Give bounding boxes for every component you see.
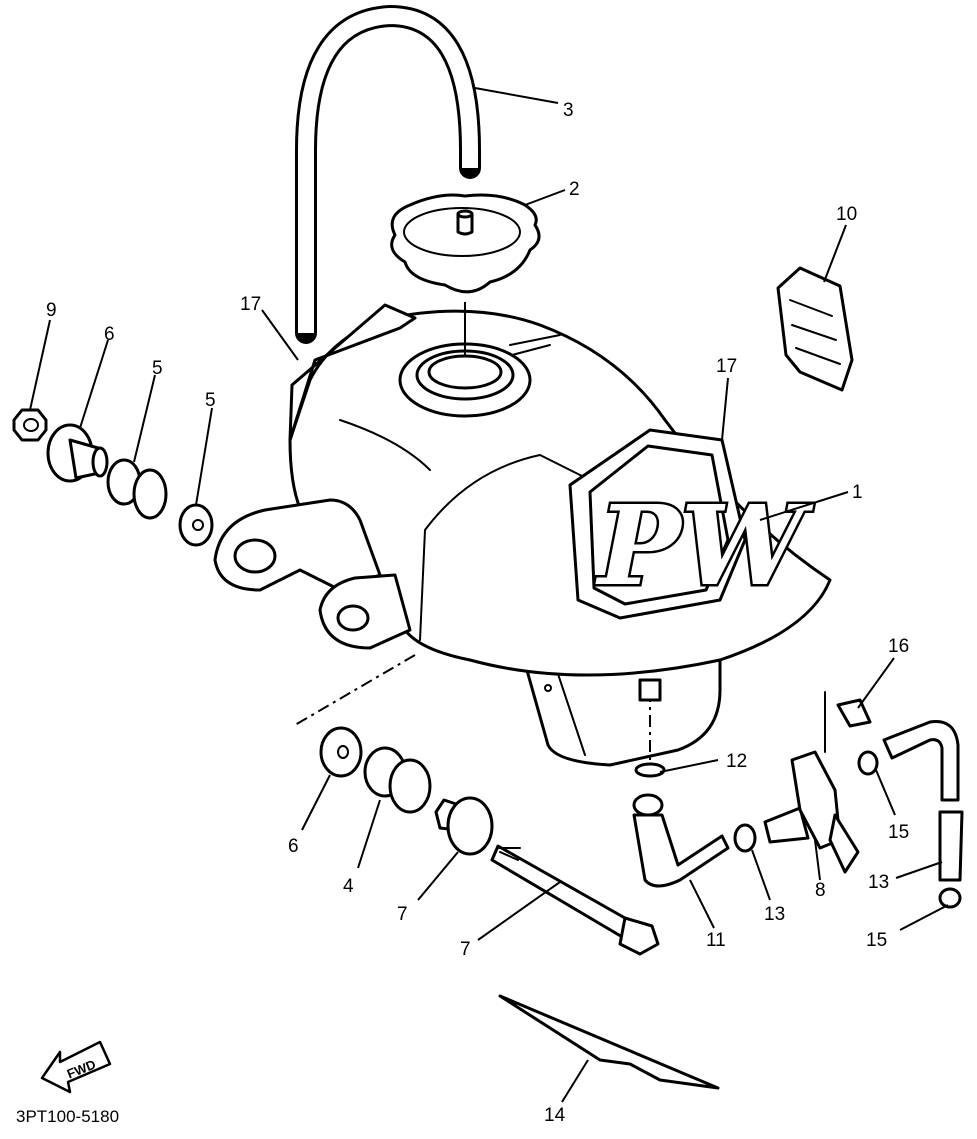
hose-14a (882, 719, 960, 802)
callout-12: 11 (706, 930, 726, 951)
callout-16: 16 (888, 636, 909, 657)
clip-13b (733, 823, 757, 853)
fwd-arrow-icon: FWD (40, 1040, 112, 1094)
callout-5a: 5 (152, 358, 163, 379)
screw-16 (836, 698, 872, 728)
callout-11: 10 (836, 204, 857, 225)
pad-10 (498, 994, 720, 1090)
filler-cap (390, 193, 541, 355)
callout-14: 13 (868, 872, 889, 893)
left-mount-parts (12, 408, 214, 547)
emblem-text: PW (595, 481, 814, 610)
drawing-code: 3PT100-5180 (16, 1107, 119, 1126)
washer-6b (319, 726, 363, 778)
tank-emblem: PW (568, 428, 816, 620)
callout-numbers: 3 2 17 17 1 10 9 6 5 5 6 4 7 7 11 12 13 … (46, 100, 909, 1126)
bolt-8 (490, 844, 634, 940)
lower-mount-parts (319, 726, 660, 956)
callout-8: 7 (460, 939, 471, 960)
washer-6 (178, 503, 214, 547)
leader-lines (29, 87, 949, 1103)
callout-9: 9 (46, 300, 57, 321)
callout-13a: 12 (726, 751, 747, 772)
callout-3: 3 (563, 100, 574, 121)
callout-15b: 15 (866, 930, 887, 951)
callout-6b: 6 (288, 836, 299, 857)
clip-13a (634, 762, 666, 778)
fuel-line-parts (632, 678, 964, 909)
callout-17b: 17 (716, 356, 737, 377)
callout-17a: 17 (240, 294, 261, 315)
hose-12 (632, 813, 730, 888)
callout-13b: 13 (764, 904, 785, 925)
nut-9 (12, 408, 48, 442)
hose-14b (938, 810, 964, 882)
callout-2: 2 (569, 179, 580, 200)
clip-15b (938, 887, 962, 909)
clip-15a (857, 750, 879, 776)
callout-15a: 15 (888, 822, 909, 843)
callout-7a: 6 (104, 324, 115, 345)
callout-5b: 4 (343, 876, 354, 897)
breather-hose (295, 5, 481, 344)
callout-6a: 5 (205, 390, 216, 411)
assembly-line (294, 654, 416, 726)
callout-4: 8 (815, 880, 826, 901)
gasket-plate (776, 266, 854, 392)
callout-10: 14 (544, 1105, 566, 1126)
callout-1: 1 (852, 482, 863, 503)
fuel-cock-4 (763, 806, 810, 844)
callout-7b: 7 (397, 904, 408, 925)
